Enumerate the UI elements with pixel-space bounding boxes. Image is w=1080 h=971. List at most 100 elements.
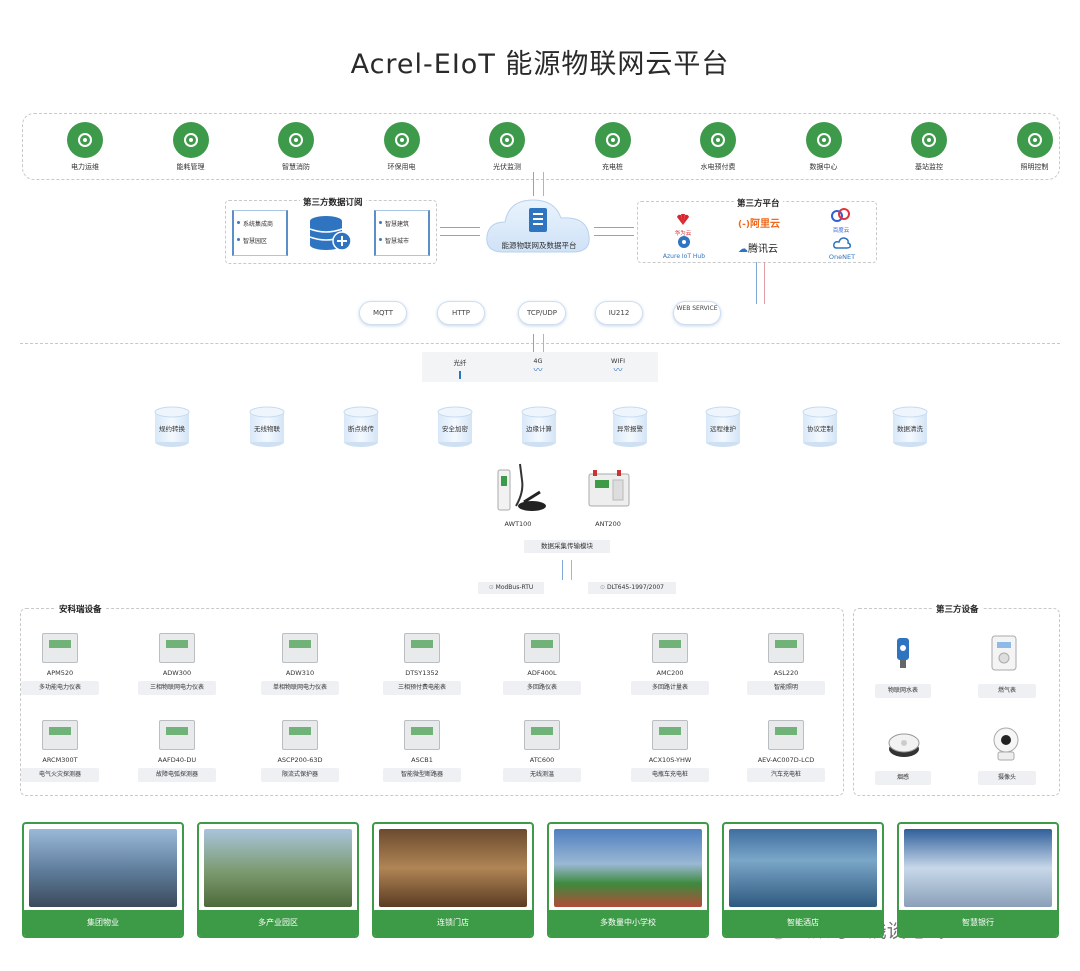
- app-database[interactable]: 数据中心: [784, 122, 864, 172]
- fiber-icon: [459, 371, 461, 379]
- app-gear-plug[interactable]: 电力运维: [45, 122, 125, 172]
- gateway-function: 边缘计算: [521, 406, 557, 447]
- device-image: [768, 720, 804, 750]
- scene-card[interactable]: 连锁门店: [372, 822, 534, 938]
- device-image: [524, 720, 560, 750]
- subscription-item: 智慧建筑: [376, 219, 428, 228]
- scene-label: 集团物业: [24, 910, 182, 936]
- app-leaf[interactable]: 环保用电: [362, 122, 442, 172]
- app-label: 环保用电: [387, 163, 416, 171]
- app-recycle[interactable]: 能耗管理: [151, 122, 231, 172]
- awt100-device-image: [497, 463, 546, 511]
- water-meter-image: [897, 638, 909, 668]
- subscription-box: 第三方数据订阅 系统集成商 智慧园区 智慧建筑 智慧城市: [225, 196, 437, 264]
- device-image: [404, 633, 440, 663]
- network-wifi: WIFI〰: [600, 357, 636, 377]
- subscription-item: 智慧城市: [376, 236, 428, 245]
- gateway-function: 断点续传: [343, 406, 379, 447]
- database-icon: [805, 122, 842, 158]
- gateway-module-label: 数据采集传输模块: [524, 540, 610, 553]
- scene-label: 智能酒店: [724, 910, 882, 936]
- device-desc: 智能微型断路器: [383, 768, 461, 782]
- scene-card[interactable]: 多产业园区: [197, 822, 359, 938]
- lightbulb-icon: [1016, 122, 1053, 158]
- app-antenna[interactable]: 基站监控: [889, 122, 969, 172]
- device-model: ADW300: [162, 669, 192, 677]
- app-solar-panel[interactable]: 光伏监测: [467, 122, 547, 172]
- antenna-icon: [911, 122, 947, 158]
- app-charger[interactable]: 充电桩: [573, 122, 653, 172]
- app-fire-shield[interactable]: 智慧消防: [256, 122, 336, 172]
- gateway-function: 远程维护: [705, 406, 741, 447]
- device-model: ADF400L: [527, 669, 557, 677]
- device-model: ASCP200-63D: [277, 756, 323, 764]
- device-model: ADW310: [285, 669, 315, 677]
- app-label: 智慧消防: [282, 163, 310, 171]
- page-title: Acrel-EIoT 能源物联网云平台: [350, 49, 730, 80]
- arrow-down: [543, 334, 544, 352]
- baidu-cloud-logo: 百度云: [826, 207, 856, 234]
- bus-protocol: ⊙ DLT645-1997/2007: [588, 582, 676, 594]
- third-device-label: 摄像头: [978, 771, 1036, 785]
- gateway-function-label: 远程维护: [710, 425, 736, 433]
- platform-label: 能源物联网及数据平台: [501, 241, 577, 250]
- onenet-logo: OneNET: [822, 234, 862, 261]
- device-desc: 电气火灾探测器: [21, 768, 99, 782]
- scene-card[interactable]: 多数量中小学校: [547, 822, 709, 938]
- bus-protocol: ⊙ ModBus-RTU: [478, 582, 544, 594]
- protocol-cloud: IU212: [595, 301, 643, 325]
- device-image: [42, 633, 78, 663]
- scene-image: [204, 829, 352, 907]
- app-label: 照明控制: [1020, 163, 1049, 171]
- network-fiber: 光纤: [442, 357, 478, 379]
- acrel-devices-title: 安科瑞设备: [55, 603, 106, 615]
- gateway-label: ANT200: [595, 520, 621, 528]
- gateway-function-label: 数据清洗: [897, 425, 923, 433]
- device-image: [524, 633, 560, 663]
- gateway-function-label: 协议定制: [807, 425, 833, 433]
- scene-label: 多数量中小学校: [549, 910, 707, 936]
- water-drop-icon: [700, 122, 736, 158]
- gateway-function-label: 边缘计算: [526, 425, 552, 433]
- device-desc: 无线测温: [503, 768, 581, 782]
- app-lightbulb[interactable]: 照明控制: [995, 122, 1075, 172]
- app-label: 充电桩: [602, 163, 623, 171]
- device-model: AAFD40-DU: [157, 756, 197, 764]
- arrow-down: [764, 262, 765, 304]
- device-desc: 多功能电力仪表: [21, 681, 99, 695]
- signal-icon: 〰: [533, 366, 543, 376]
- device-desc: 多回路计量表: [631, 681, 709, 695]
- scene-label: 智慧银行: [899, 910, 1057, 936]
- subscription-right-box: 智慧建筑 智慧城市: [374, 210, 430, 256]
- link-icon: ⊙: [600, 584, 607, 591]
- camera-image: [993, 727, 1019, 761]
- fire-shield-icon: [278, 122, 314, 158]
- link-icon: ⊙: [488, 584, 496, 591]
- scene-label: 多产业园区: [199, 910, 357, 936]
- charger-icon: [594, 122, 631, 158]
- scene-image: [904, 829, 1052, 907]
- gateway-function-label: 异常报警: [617, 425, 643, 433]
- third-device-label: 烟感: [875, 771, 931, 785]
- arrow-up: [533, 172, 534, 196]
- subscription-title: 第三方数据订阅: [300, 196, 366, 208]
- third-devices-box: 第三方设备: [853, 603, 1060, 796]
- gateway-function: 规约转换: [154, 406, 190, 447]
- device-model: APM520: [46, 669, 74, 677]
- device-model: DTSY1352: [405, 669, 439, 677]
- device-desc: 单相物联网电力仪表: [261, 681, 339, 695]
- scene-card[interactable]: 智能酒店: [722, 822, 884, 938]
- acrel-devices-box: 安科瑞设备: [20, 603, 844, 796]
- device-model: ASCB1: [411, 756, 433, 764]
- arrow-down: [571, 560, 572, 580]
- gateway-function-label: 安全加密: [442, 425, 468, 433]
- scene-card[interactable]: 智慧银行: [897, 822, 1059, 938]
- device-image: [159, 720, 195, 750]
- device-model: ACX10S-YHW: [648, 756, 692, 764]
- scene-image: [729, 829, 877, 907]
- scene-card[interactable]: 集团物业: [22, 822, 184, 938]
- network-box: 光纤 4G〰 WIFI〰: [422, 352, 658, 382]
- app-water-drop[interactable]: 水电预付费: [678, 122, 758, 172]
- device-desc: 电瓶车充电桩: [631, 768, 709, 782]
- device-model: ASL220: [773, 669, 799, 677]
